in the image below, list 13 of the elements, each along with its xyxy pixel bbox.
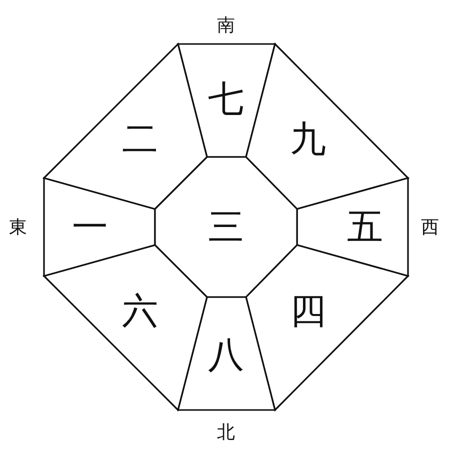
direction-label: 西	[421, 219, 439, 237]
numeral-text: 六	[122, 294, 158, 330]
direction-label: 南	[217, 17, 235, 35]
numeral-text: 一	[72, 210, 108, 246]
numeral-text: 三	[208, 210, 244, 246]
direction-label: 東	[9, 219, 27, 237]
numeral-text: 五	[347, 210, 383, 246]
numeral-text: 七	[208, 82, 244, 118]
numeral-text: 四	[290, 294, 326, 330]
numeral-text: 九	[290, 122, 326, 158]
numeral-text: 二	[122, 122, 158, 158]
numeral-text: 八	[208, 338, 244, 374]
direction-label: 北	[217, 424, 235, 442]
